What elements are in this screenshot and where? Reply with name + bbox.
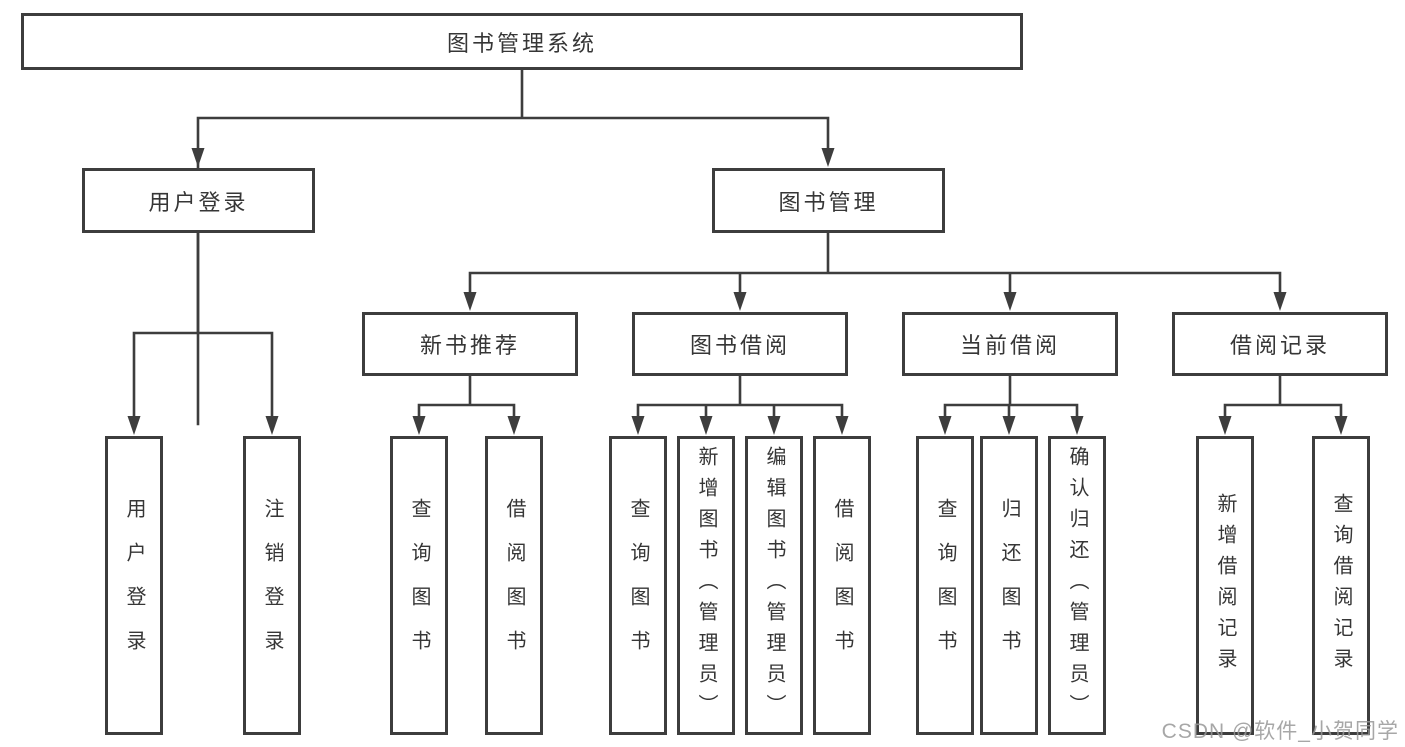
connector-book-mgmt-branch [468, 231, 1282, 304]
leaf-borrow-edit-admin: 编辑图书（管理员） [745, 436, 803, 735]
node-label: 查询借阅记录 [1330, 492, 1352, 679]
arrow-icon [1273, 292, 1287, 311]
connector-new-book-branch [417, 374, 516, 426]
leaf-borrow-book: 借阅图书 [813, 436, 871, 735]
leaf-current-confirm-admin: 确认归还（管理员） [1048, 436, 1106, 735]
arrow-icon [127, 416, 141, 435]
leaf-borrow-query: 查询图书 [609, 436, 667, 735]
arrow-icon [1002, 416, 1016, 435]
arrow-icon [835, 416, 849, 435]
csdn-watermark: CSDN @软件_小贺同学 [1161, 720, 1399, 743]
node-label: 查询图书 [627, 497, 649, 674]
arrow-icon [699, 416, 713, 435]
node-label: 图书借阅 [689, 333, 790, 358]
arrow-icon [1218, 416, 1232, 435]
leaf-newbook-borrow: 借阅图书 [485, 436, 543, 735]
node-label: 新书推荐 [419, 333, 520, 358]
arrow-icon [631, 416, 645, 435]
node-book-management: 图书管理 [712, 168, 945, 233]
node-label: 新增借阅记录 [1214, 492, 1236, 679]
connector-book-borrow-branch [636, 374, 844, 426]
node-label: 用户登录 [148, 189, 249, 215]
leaf-record-add: 新增借阅记录 [1196, 436, 1254, 735]
node-borrow-record: 借阅记录 [1172, 312, 1388, 376]
leaf-current-query: 查询图书 [916, 436, 974, 735]
node-new-book-recommend: 新书推荐 [362, 312, 578, 376]
leaf-record-query: 查询借阅记录 [1312, 436, 1370, 735]
node-label: 注销登录 [261, 497, 283, 674]
arrow-icon [821, 148, 835, 167]
node-label: 查询图书 [408, 497, 430, 674]
arrow-icon [191, 148, 205, 167]
connector-root [196, 68, 830, 426]
node-label: 确认归还（管理员） [1066, 446, 1088, 725]
node-label: 用户登录 [123, 497, 145, 674]
node-label: 新增图书（管理员） [695, 446, 717, 725]
connector-borrow-record-branch [1223, 374, 1343, 426]
leaf-borrow-add-admin: 新增图书（管理员） [677, 436, 735, 735]
node-label: 图书管理系统 [446, 30, 597, 56]
arrow-icon [1334, 416, 1348, 435]
arrow-icon [1003, 292, 1017, 311]
arrow-icon [412, 416, 426, 435]
node-label: 借阅记录 [1229, 333, 1330, 358]
arrow-icon [507, 416, 521, 435]
leaf-current-return: 归还图书 [980, 436, 1038, 735]
node-label: 图书管理 [778, 189, 879, 215]
node-label: 当前借阅 [959, 333, 1060, 358]
node-label: 查询图书 [934, 497, 956, 674]
arrow-icon [463, 292, 477, 311]
node-label: 借阅图书 [831, 497, 853, 674]
arrow-icon [1070, 416, 1084, 435]
node-label: 编辑图书（管理员） [763, 446, 785, 725]
node-label: 借阅图书 [503, 497, 525, 674]
arrowheads [127, 148, 1348, 435]
arrow-icon [767, 416, 781, 435]
leaf-user-login: 用户登录 [105, 436, 163, 735]
node-current-borrow: 当前借阅 [902, 312, 1118, 376]
connector-current-borrow-branch [943, 374, 1079, 426]
node-library-system: 图书管理系统 [21, 13, 1023, 70]
arrow-icon [733, 292, 747, 311]
arrow-icon [938, 416, 952, 435]
leaf-logout: 注销登录 [243, 436, 301, 735]
leaf-newbook-query: 查询图书 [390, 436, 448, 735]
node-label: 归还图书 [998, 497, 1020, 674]
node-user-login: 用户登录 [82, 168, 315, 233]
node-book-borrow: 图书借阅 [632, 312, 848, 376]
arrow-icon [265, 416, 279, 435]
connector-user-login-branch [132, 231, 274, 426]
